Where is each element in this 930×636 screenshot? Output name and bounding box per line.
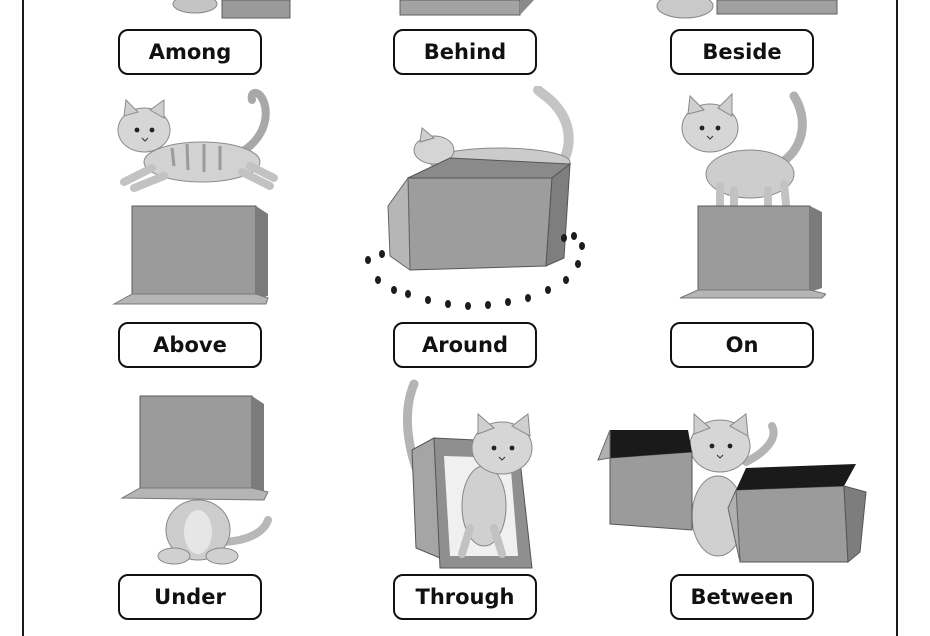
cat-through-illustration: [403, 379, 533, 569]
label-beside: Beside: [670, 29, 814, 75]
cat-under-illustration: [120, 395, 272, 565]
label-behind: Behind: [393, 29, 537, 75]
label-on: On: [670, 322, 814, 368]
label-through: Through: [393, 574, 537, 620]
cat-behind-illustration: [399, 0, 534, 16]
worksheet-frame: [22, 0, 898, 636]
cat-on-illustration: [679, 91, 826, 299]
cat-around-illustration: [365, 86, 585, 310]
cat-among-illustration: [172, 0, 291, 19]
label-around: Around: [393, 322, 537, 368]
label-between: Between: [670, 574, 814, 620]
label-under: Under: [118, 574, 262, 620]
cat-beside-illustration: [656, 0, 838, 19]
cat-above-illustration: [112, 89, 278, 305]
label-above: Above: [118, 322, 262, 368]
cat-between-illustration: [597, 412, 867, 564]
label-among: Among: [118, 29, 262, 75]
